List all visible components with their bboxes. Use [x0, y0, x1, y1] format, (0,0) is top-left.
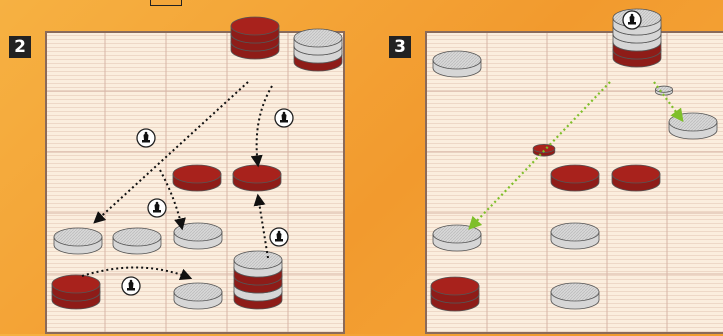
piece-stack[interactable] — [431, 277, 479, 311]
piece-stack[interactable] — [669, 113, 717, 139]
piece-stack[interactable] — [533, 144, 555, 156]
move-arrow — [258, 196, 268, 258]
piece-top — [233, 165, 281, 183]
piece-top — [433, 51, 481, 69]
piece-stack[interactable] — [173, 165, 221, 191]
bishop-icon — [270, 228, 288, 246]
piece-stack[interactable] — [113, 228, 161, 254]
move-arrow — [257, 86, 272, 165]
bishop-icon — [275, 109, 293, 127]
piece-top — [113, 228, 161, 246]
piece-top — [52, 275, 100, 293]
piece-top — [669, 113, 717, 131]
piece-stack[interactable] — [433, 225, 481, 251]
piece-stack[interactable] — [433, 51, 481, 77]
bishop-icon — [623, 11, 641, 29]
piece-top — [173, 165, 221, 183]
piece-stack[interactable] — [612, 165, 660, 191]
piece-stack[interactable] — [174, 283, 222, 309]
piece-stack[interactable] — [234, 251, 282, 309]
piece-top — [431, 277, 479, 295]
piece-top — [433, 225, 481, 243]
move-arrow — [95, 82, 248, 222]
piece-top — [551, 165, 599, 183]
piece-top — [174, 283, 222, 301]
piece-top — [231, 17, 279, 35]
piece-stack[interactable] — [551, 165, 599, 191]
board-3-arrows — [470, 82, 682, 228]
bishop-icon — [122, 277, 140, 295]
piece-stack[interactable] — [551, 283, 599, 309]
piece-top — [294, 29, 342, 47]
piece-stack[interactable] — [233, 165, 281, 191]
piece-stack[interactable] — [551, 223, 599, 249]
bishop-icon — [148, 199, 166, 217]
move-arrow — [470, 82, 610, 228]
piece-top — [54, 228, 102, 246]
piece-top — [551, 223, 599, 241]
piece-stack[interactable] — [54, 228, 102, 254]
piece-top — [174, 223, 222, 241]
piece-stack[interactable] — [231, 17, 279, 59]
piece-top — [612, 165, 660, 183]
piece-stack[interactable] — [52, 275, 100, 309]
move-arrow — [82, 267, 190, 278]
piece-stack[interactable] — [294, 29, 342, 71]
bishop-icon — [137, 129, 155, 147]
piece-top — [551, 283, 599, 301]
piece-top — [234, 251, 282, 269]
